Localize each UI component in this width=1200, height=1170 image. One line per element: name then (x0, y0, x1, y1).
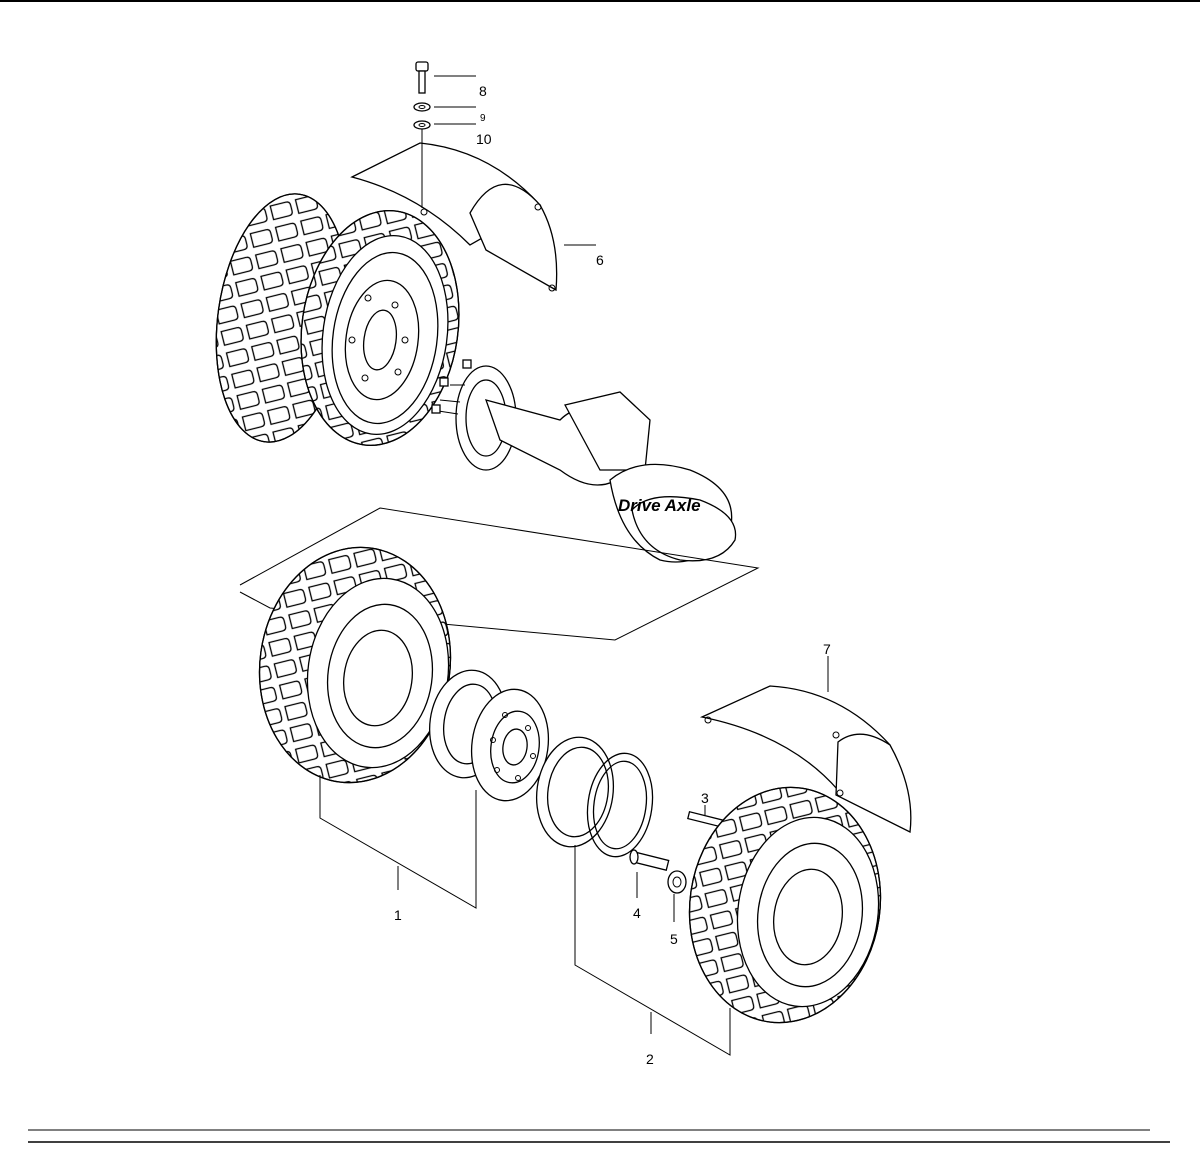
callout-leaders (319, 75, 829, 1056)
wheel-nut-5 (667, 870, 687, 894)
wheel-bolt-4 (629, 849, 670, 871)
tire-lower-right (688, 786, 882, 1024)
dual-wheel-tire-upper (215, 193, 460, 447)
fender-lower (699, 685, 912, 833)
callout-5: 5 (670, 931, 678, 947)
drive-axle (431, 359, 737, 563)
rim-ring (535, 736, 654, 858)
callout-8: 8 (479, 83, 487, 99)
tire-lower-left (258, 546, 452, 784)
callout-9: 9 (480, 113, 486, 124)
callout-7: 7 (823, 641, 831, 657)
callout-2: 2 (646, 1051, 654, 1067)
callout-3: 3 (701, 790, 709, 806)
callout-10: 10 (476, 131, 492, 147)
drive-axle-label: Drive Axle (618, 496, 701, 515)
rim-disc (470, 688, 550, 802)
assembly-plane (239, 507, 760, 641)
callout-1: 1 (394, 907, 402, 923)
bolt-and-washers (413, 61, 431, 208)
fender-upper (350, 142, 558, 292)
callout-6: 6 (596, 252, 604, 268)
callout-4: 4 (633, 905, 641, 921)
